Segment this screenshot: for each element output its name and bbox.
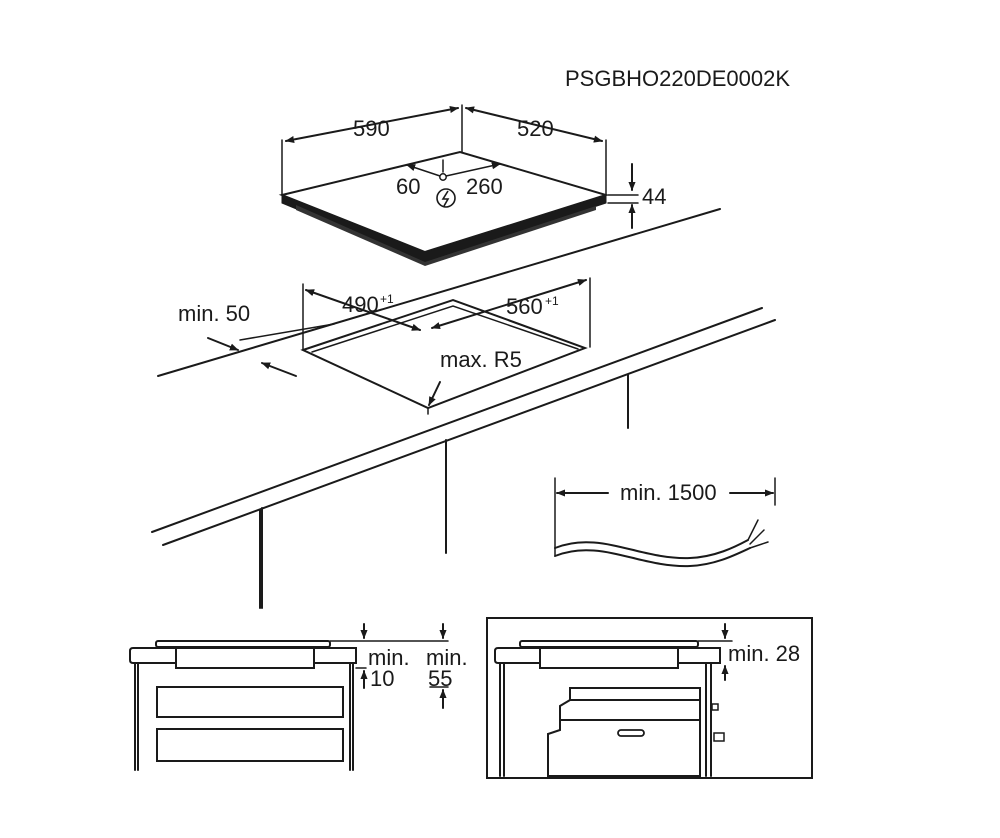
cutout-width-tolerance: +1: [380, 292, 394, 306]
connection-left-label: 60: [396, 174, 420, 199]
connection-right-label: 260: [466, 174, 503, 199]
product-code: PSGBHO220DE0002K: [565, 66, 790, 91]
gap-min10-line2: 10: [370, 666, 394, 691]
gap-min55-line1: min.: [426, 645, 468, 670]
hob-body: [296, 205, 596, 266]
cutout-width-label: 490: [342, 292, 379, 317]
hob-drawing: [278, 104, 639, 266]
gap-min28-label: min. 28: [728, 641, 800, 666]
cable: [554, 477, 776, 568]
section-oven: [486, 617, 813, 779]
worktop: [151, 208, 776, 609]
cutout-depth-label: 560: [506, 294, 543, 319]
cutout: [207, 277, 591, 415]
corner-radius-label: max. R5: [440, 347, 522, 372]
hob-width-label: 590: [353, 116, 390, 141]
gap-min10-line1: min.: [368, 645, 410, 670]
hob-depth-label: 520: [517, 116, 554, 141]
cutout-depth-tolerance: +1: [545, 294, 559, 308]
power-connection-icon: [436, 188, 456, 208]
section-drawers: [129, 623, 449, 771]
gap-min55-line2: 55: [428, 666, 452, 691]
hob-height-label: 44: [642, 184, 666, 209]
cable-length-label: min. 1500: [620, 480, 717, 505]
edge-distance-label: min. 50: [178, 301, 250, 326]
